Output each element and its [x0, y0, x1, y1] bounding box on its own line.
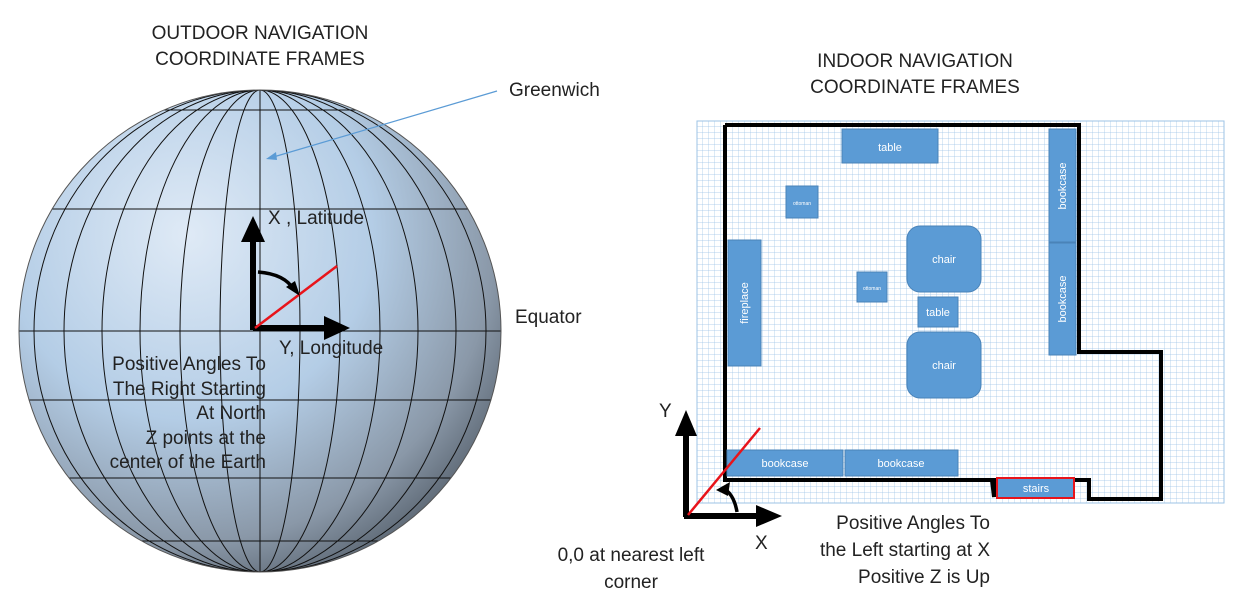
indoor-angle-ray [687, 427, 761, 516]
bookcase-right-bottom-label: bookcase [1057, 275, 1069, 322]
chair-top [906, 225, 982, 293]
outdoor-title-line1: OUTDOOR NAVIGATION [151, 23, 369, 44]
stairs [996, 477, 1075, 499]
greenwich-pointer-arrowhead [266, 152, 277, 160]
outdoor-y-axis-label: Y, Longitude [279, 338, 384, 359]
bookcase-right-bottom [1048, 242, 1077, 356]
bookcase-bottom-right [844, 449, 959, 477]
indoor-title-line1: INDOOR NAVIGATION [817, 51, 1013, 72]
bookcase-right-top [1048, 128, 1077, 243]
furniture-group [726, 128, 1077, 499]
outdoor-angle-arc-arrowhead [286, 281, 300, 296]
ottoman-center [856, 271, 888, 303]
bookcase-bottom-left [726, 449, 844, 477]
ottoman-left [785, 185, 819, 219]
outdoor-note: Positive Angles To The Right Starting At… [60, 353, 266, 476]
bookcase-bottom-left-label: bookcase [761, 458, 808, 470]
origin-label-line1: 0,0 at nearest left [557, 545, 705, 566]
table-center-label: table [926, 307, 950, 319]
outdoor-note-line: Positive Angles To [112, 354, 266, 375]
furniture-labels: table bookcase bookcase ottoman ottoman … [739, 142, 1069, 495]
indoor-x-axis-label: X [755, 533, 768, 554]
fireplace [727, 239, 762, 367]
outdoor-note-line: The Right Starting [112, 378, 266, 400]
greenwich-label: Greenwich [509, 80, 600, 101]
outdoor-axes [241, 216, 350, 340]
floor-plan-grid [696, 120, 1225, 504]
stairs-label: stairs [1023, 483, 1050, 495]
indoor-title: INDOOR NAVIGATION COORDINATE FRAMES [780, 49, 1050, 101]
outdoor-note-line: center of the Earth [109, 452, 266, 473]
ottoman-left-label: ottoman [793, 201, 811, 207]
indoor-title-line2: COORDINATE FRAMES [810, 77, 1020, 98]
floor-plan [696, 120, 1225, 504]
indoor-y-axis-arrowhead [675, 410, 697, 436]
indoor-note-line: the Left starting at X [819, 540, 990, 561]
origin-label-line2: corner [604, 572, 658, 593]
outdoor-note-line: Z points at the [145, 427, 266, 449]
greenwich-pointer-line [269, 90, 498, 159]
table-top-label: table [878, 142, 902, 154]
outdoor-title-line2: COORDINATE FRAMES [155, 49, 365, 70]
indoor-note-line: Positive Z is Up [858, 567, 990, 588]
indoor-y-axis-label: Y [659, 401, 672, 422]
outdoor-title: OUTDOOR NAVIGATION COORDINATE FRAMES [110, 21, 410, 73]
bookcase-right-top-label: bookcase [1057, 162, 1069, 209]
outdoor-x-axis-label: X , Latitude [268, 208, 365, 229]
chair-bottom [906, 331, 982, 399]
room-walls [723, 123, 1163, 501]
outdoor-y-axis-arrowhead [324, 316, 350, 340]
indoor-note-line: Positive Angles To [836, 513, 990, 534]
outdoor-x-axis-arrowhead [241, 216, 265, 242]
bookcase-bottom-right-label: bookcase [877, 458, 924, 470]
chair-bottom-label: chair [932, 360, 956, 372]
table-center [917, 296, 959, 328]
indoor-angle-arc-arrowhead [716, 482, 730, 496]
outdoor-note-line: At North [196, 403, 266, 424]
ottoman-center-label: ottoman [863, 286, 881, 292]
equator-label: Equator [515, 307, 582, 328]
chair-top-label: chair [932, 254, 956, 266]
outdoor-angle-ray [254, 265, 338, 329]
indoor-axes [675, 410, 782, 527]
table-top [841, 128, 939, 164]
indoor-note: Positive Angles To the Left starting at … [770, 510, 990, 591]
fireplace-label: fireplace [739, 282, 751, 324]
origin-label: 0,0 at nearest left corner [540, 542, 722, 596]
indoor-x-axis-arrowhead [756, 505, 782, 527]
